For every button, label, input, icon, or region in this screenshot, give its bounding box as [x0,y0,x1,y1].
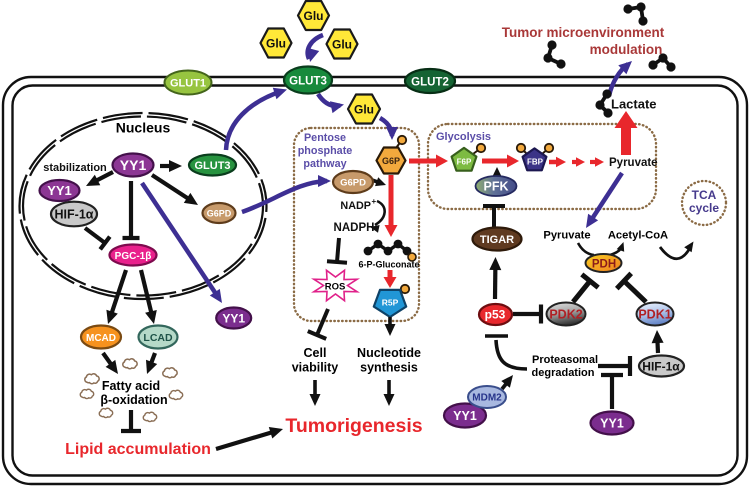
svg-text:TIGAR: TIGAR [480,234,514,246]
svg-text:YY1: YY1 [47,183,72,198]
svg-text:Glu: Glu [332,37,352,51]
svg-text:F6P: F6P [457,157,472,166]
svg-text:GLUT3: GLUT3 [194,160,230,172]
svg-text:p53: p53 [485,308,506,322]
svg-text:NADPH: NADPH [334,222,375,234]
svg-text:stabilization: stabilization [43,162,107,174]
svg-text:ROS: ROS [325,282,346,293]
svg-text:Tumorigenesis: Tumorigenesis [285,415,422,437]
svg-text:HIF-1α: HIF-1α [642,360,680,374]
svg-text:G6PD: G6PD [207,209,232,219]
svg-text:Lactate: Lactate [611,97,657,112]
svg-text:GLUT1: GLUT1 [170,78,206,90]
svg-text:GLUT2: GLUT2 [411,77,449,89]
svg-text:pathway: pathway [303,158,346,170]
svg-text:Glycolysis: Glycolysis [436,131,491,143]
svg-text:Nucleotide: Nucleotide [357,346,421,360]
svg-text:YY1: YY1 [453,409,477,423]
svg-text:MCAD: MCAD [86,333,116,344]
svg-text:YY1: YY1 [120,157,147,173]
svg-text:G6PD: G6PD [340,178,366,189]
svg-text:PDK1: PDK1 [638,308,671,322]
svg-text:synthesis: synthesis [360,361,418,375]
svg-text:Pyruvate: Pyruvate [609,157,658,169]
svg-text:Proteasomal: Proteasomal [532,354,598,366]
svg-text:phosphate: phosphate [298,145,353,157]
svg-text:Fatty acid: Fatty acid [102,379,160,393]
svg-text:PFK: PFK [484,180,509,194]
svg-text:PDH: PDH [592,259,616,271]
svg-text:HIF-1α: HIF-1α [55,208,94,222]
svg-text:FBP: FBP [527,157,544,166]
svg-text:Glu: Glu [266,36,286,50]
svg-text:Glu: Glu [354,102,374,116]
svg-text:Lipid accumulation: Lipid accumulation [65,441,211,458]
svg-text:YY1: YY1 [600,417,624,431]
svg-text:TCA: TCA [692,188,717,202]
svg-text:β-oxidation: β-oxidation [100,393,167,407]
svg-text:Pentose: Pentose [304,132,346,144]
svg-text:LCAD: LCAD [143,332,173,344]
svg-text:cycle: cycle [689,201,719,215]
svg-text:6-P-Gluconate: 6-P-Gluconate [358,260,419,270]
svg-text:PDK2: PDK2 [549,308,582,322]
svg-text:NADP: NADP [340,200,371,212]
svg-text:GLUT3: GLUT3 [289,76,327,88]
svg-text:Glu: Glu [304,9,324,23]
svg-text:Tumor microenvironment: Tumor microenvironment [502,25,665,40]
svg-text:Acetyl-CoA: Acetyl-CoA [608,230,668,242]
svg-text:MDM2: MDM2 [472,393,502,404]
svg-text:PGC-1β: PGC-1β [115,251,152,262]
svg-text:degradation: degradation [532,367,595,379]
svg-text:Nucleus: Nucleus [116,120,171,136]
svg-text:G6P: G6P [382,156,400,166]
svg-text:Pyruvate: Pyruvate [543,230,590,242]
svg-text:+: + [372,197,377,206]
svg-text:modulation: modulation [590,42,663,57]
svg-text:R5P: R5P [382,298,399,308]
svg-text:viability: viability [292,361,339,375]
svg-text:Cell: Cell [304,346,327,360]
svg-text:YY1: YY1 [222,311,245,325]
